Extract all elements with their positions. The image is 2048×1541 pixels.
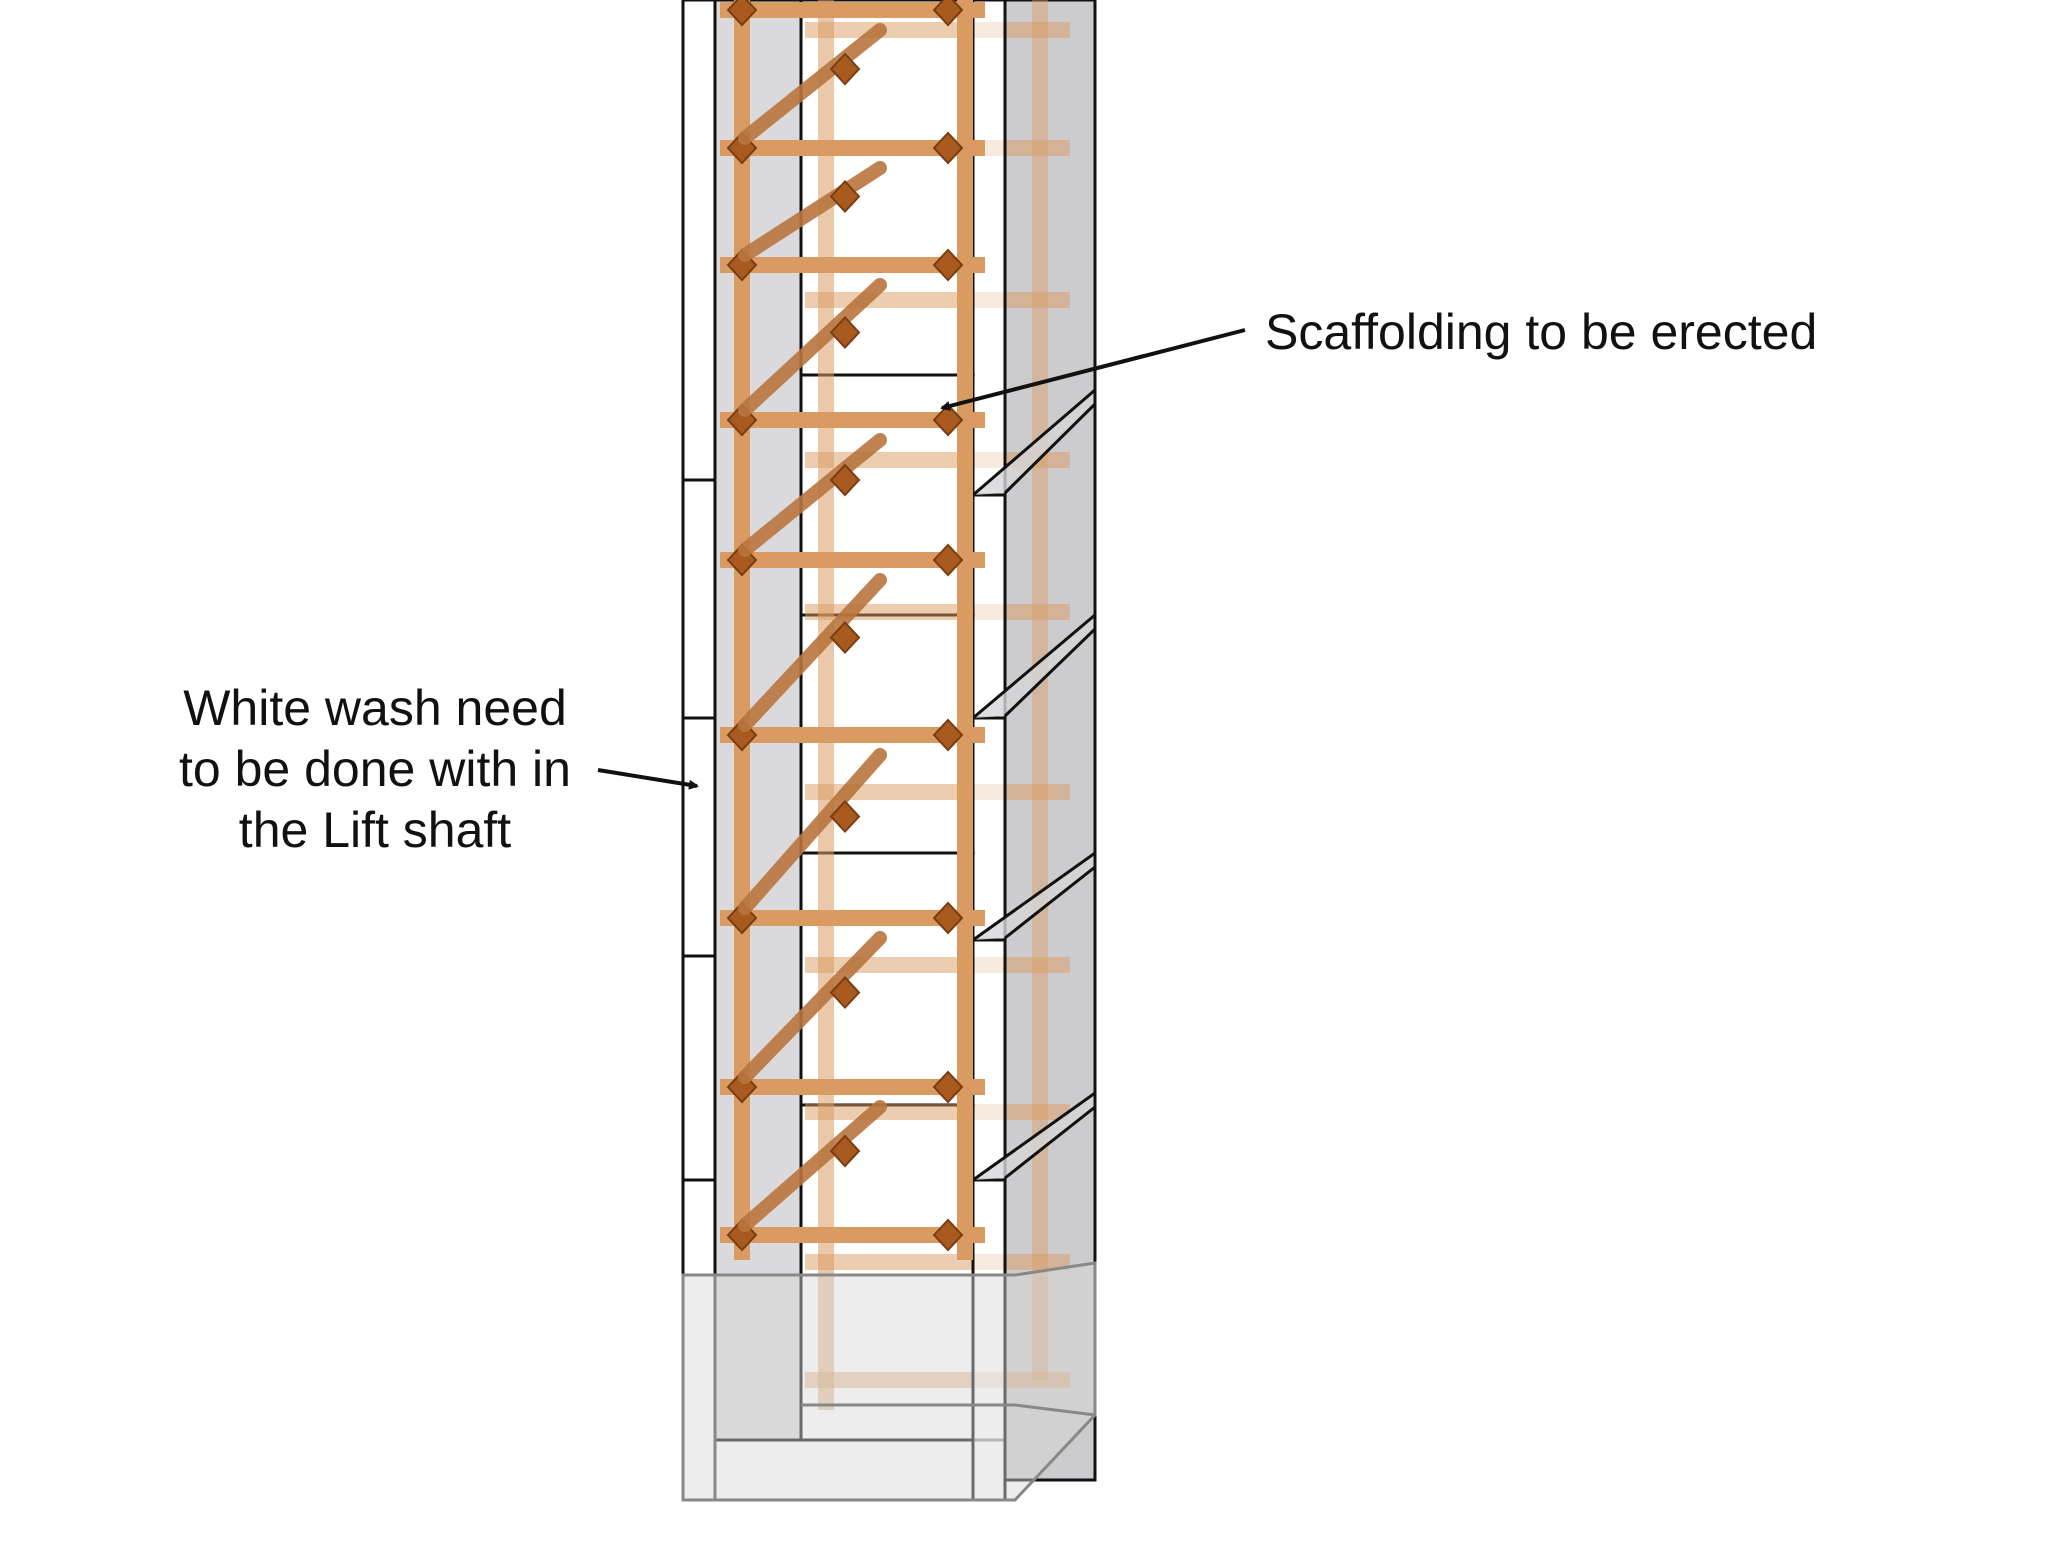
scaffolding-annotation: Scaffolding to be erected [1265,304,1818,360]
scaffold-front-ledger-1 [720,2,985,18]
slab-ledge-4 [972,1090,1097,1182]
scaffold-rear-ledger-8 [805,1104,1070,1120]
scaffold-rear-ledger-1 [805,22,1070,38]
shaft-left-wall-edge [681,0,717,1502]
scaffold-clamp-mid-2 [829,180,861,213]
right-wall-panel-4 [971,938,1007,1182]
scaffold-front-ledger-7 [720,910,985,926]
scaffold-brace-3 [738,278,887,417]
scaffold-rear-ledger-9 [805,1254,1070,1270]
white-wash-annotation: White wash need to be done with in the L… [160,678,590,861]
right-wall-panel-2 [971,493,1007,720]
scaffold-brace-6 [738,748,887,915]
scaffold-clamp-right-2 [932,131,964,165]
scaffold-front-ledger-6 [720,727,985,743]
scaffold-brace-7 [738,931,887,1084]
scaffold-front-pole-right [957,0,973,1260]
scaffold-clamp-right-8 [932,1070,964,1104]
scaffold-front-ledger-9 [720,1227,985,1243]
scaffolding-front-frame [720,0,985,1260]
scaffold-clamp-mid-5 [829,621,861,654]
scaffolding-arrow-icon [940,328,1246,411]
scaffold-front-pole-left [734,0,750,1260]
scaffold-clamp-right-9 [932,1218,964,1252]
scaffold-clamp-left-1 [726,0,758,27]
shaft-front-outline [681,1261,1097,1502]
scaffold-brace-4 [738,433,887,557]
white-wash-annotation-line-3: the Lift shaft [238,802,512,858]
scaffold-clamp-mid-4 [829,463,861,497]
scaffold-brace-5 [738,573,887,732]
scaffold-clamp-mid-3 [829,316,861,349]
scaffold-clamp-right-6 [932,718,964,752]
scaffold-clamp-mid-7 [829,976,861,1009]
annotation-arrows [597,328,1246,790]
scaffold-clamp-mid-6 [829,800,861,833]
scaffold-clamp-right-7 [932,901,964,935]
scaffold-clamp-right-3 [932,248,964,282]
scaffold-brace-8 [738,1100,887,1232]
scaffold-front-ledger-4 [720,412,985,428]
scaffold-brace-2 [738,161,887,262]
shaft-walls [681,0,1097,1502]
scaffold-front-ledger-2 [720,140,985,156]
scaffold-clamp-right-1 [932,0,964,27]
scaffold-clamp-right-5 [932,543,964,577]
pit-floor-line [801,1403,1096,1417]
white-wash-annotation-line-2: to be done with in [179,741,571,797]
scaffold-front-ledger-5 [720,552,985,568]
white-wash-annotation-line-1: White wash need [183,680,567,736]
scaffold-clamp-mid-1 [829,52,861,86]
scaffold-rear-pole-right [1032,0,1048,1380]
right-wall-panel-3 [971,716,1007,942]
scaffold-front-ledger-3 [720,257,985,273]
scaffold-clamp-mid-8 [829,1134,861,1168]
lift-pit-box [681,1261,1097,1502]
scaffold-brace-1 [738,23,887,145]
slab-ledge-2 [972,611,1097,720]
slab-ledge-1 [972,386,1097,497]
scaffold-rear-pole-left [818,0,834,1410]
white-wash-arrow-icon [597,768,699,790]
scaffold-front-ledger-8 [720,1079,985,1095]
scaffold-rear-ledger-3 [805,292,1070,308]
slab-ledge-3 [972,850,1097,942]
